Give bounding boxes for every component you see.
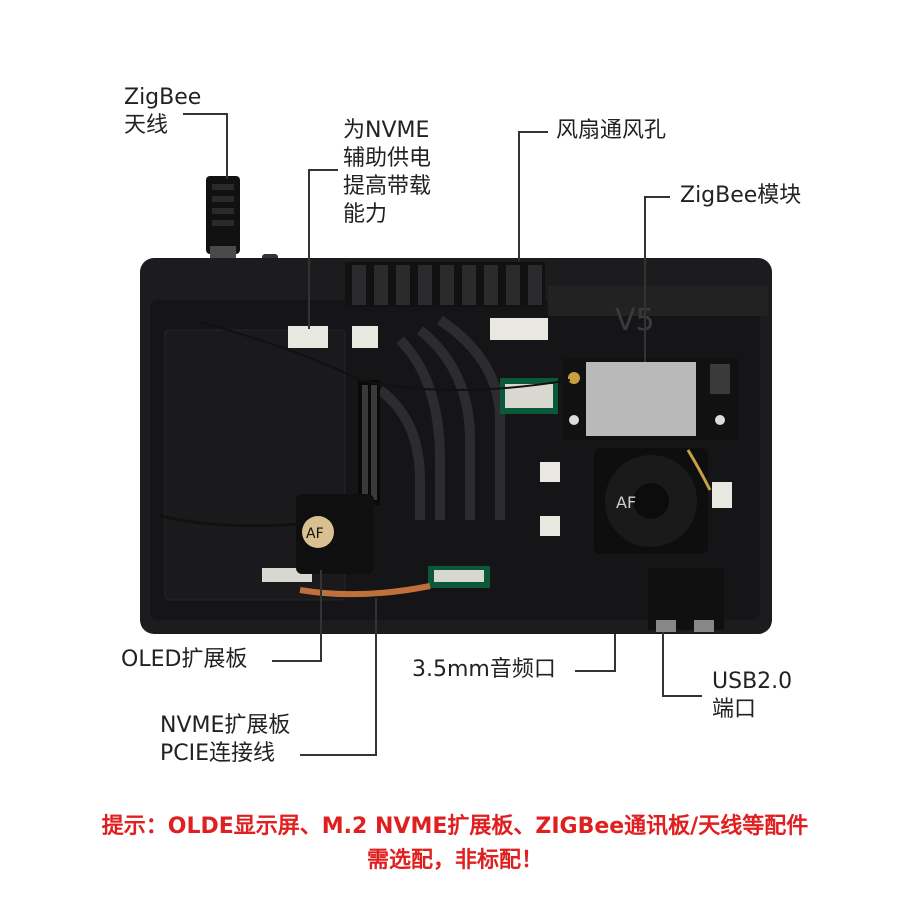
- connectors: [262, 318, 732, 588]
- leader-fan-vent-v: [518, 131, 520, 261]
- leader-nvme-cable-v: [375, 598, 377, 756]
- label-nvme-cable: NVME扩展板 PCIE连接线: [160, 713, 291, 766]
- leader-oled-board-v: [320, 570, 322, 662]
- label-zigbee-module: ZigBee模块: [680, 183, 802, 208]
- label-fan-vent: 风扇通风孔: [556, 118, 667, 143]
- label-zigbee-antenna: ZigBee 天线: [124, 85, 202, 138]
- zigbee-module: [563, 358, 739, 440]
- case-version-mark: V5: [615, 303, 655, 338]
- cables: [159, 321, 712, 598]
- heatsink: [345, 262, 545, 520]
- leader-audio-jack-v: [614, 634, 616, 672]
- leader-usb-port-v: [662, 632, 664, 697]
- cooling-fan: AF: [594, 448, 708, 554]
- label-nvme-power: 为NVME 辅助供电 提高带载 能力: [343, 118, 432, 227]
- leader-nvme-power-v: [308, 169, 310, 329]
- gpio-header: [358, 380, 380, 505]
- label-usb-port: USB2.0 端口: [712, 669, 793, 722]
- zigbee-antenna: [206, 176, 278, 266]
- leader-zigbee-antenna: [183, 113, 227, 115]
- io-ports: [648, 568, 724, 632]
- oled-logo: AF: [306, 526, 324, 542]
- label-audio-jack: 3.5mm音频口: [412, 657, 556, 682]
- leader-usb-port: [662, 695, 702, 697]
- oled-board: AF: [296, 494, 374, 574]
- fan-logo: AF: [616, 493, 636, 512]
- leader-zigbee-module-v: [644, 196, 646, 362]
- leader-zigbee-antenna-v: [226, 113, 228, 179]
- leader-nvme-cable: [300, 754, 376, 756]
- notice-line-2: 需选配，非标配！: [366, 848, 543, 873]
- leader-zigbee-module: [644, 196, 670, 198]
- leader-fan-vent: [518, 131, 548, 133]
- leader-oled-board: [272, 660, 322, 662]
- notice-line-1: 提示：OLDE显示屏、M.2 NVME扩展板、ZIGBee通讯板/天线等配件: [101, 814, 809, 839]
- leader-audio-jack: [575, 670, 615, 672]
- label-oled-board: OLED扩展板: [121, 647, 248, 672]
- leader-nvme-power: [308, 169, 338, 171]
